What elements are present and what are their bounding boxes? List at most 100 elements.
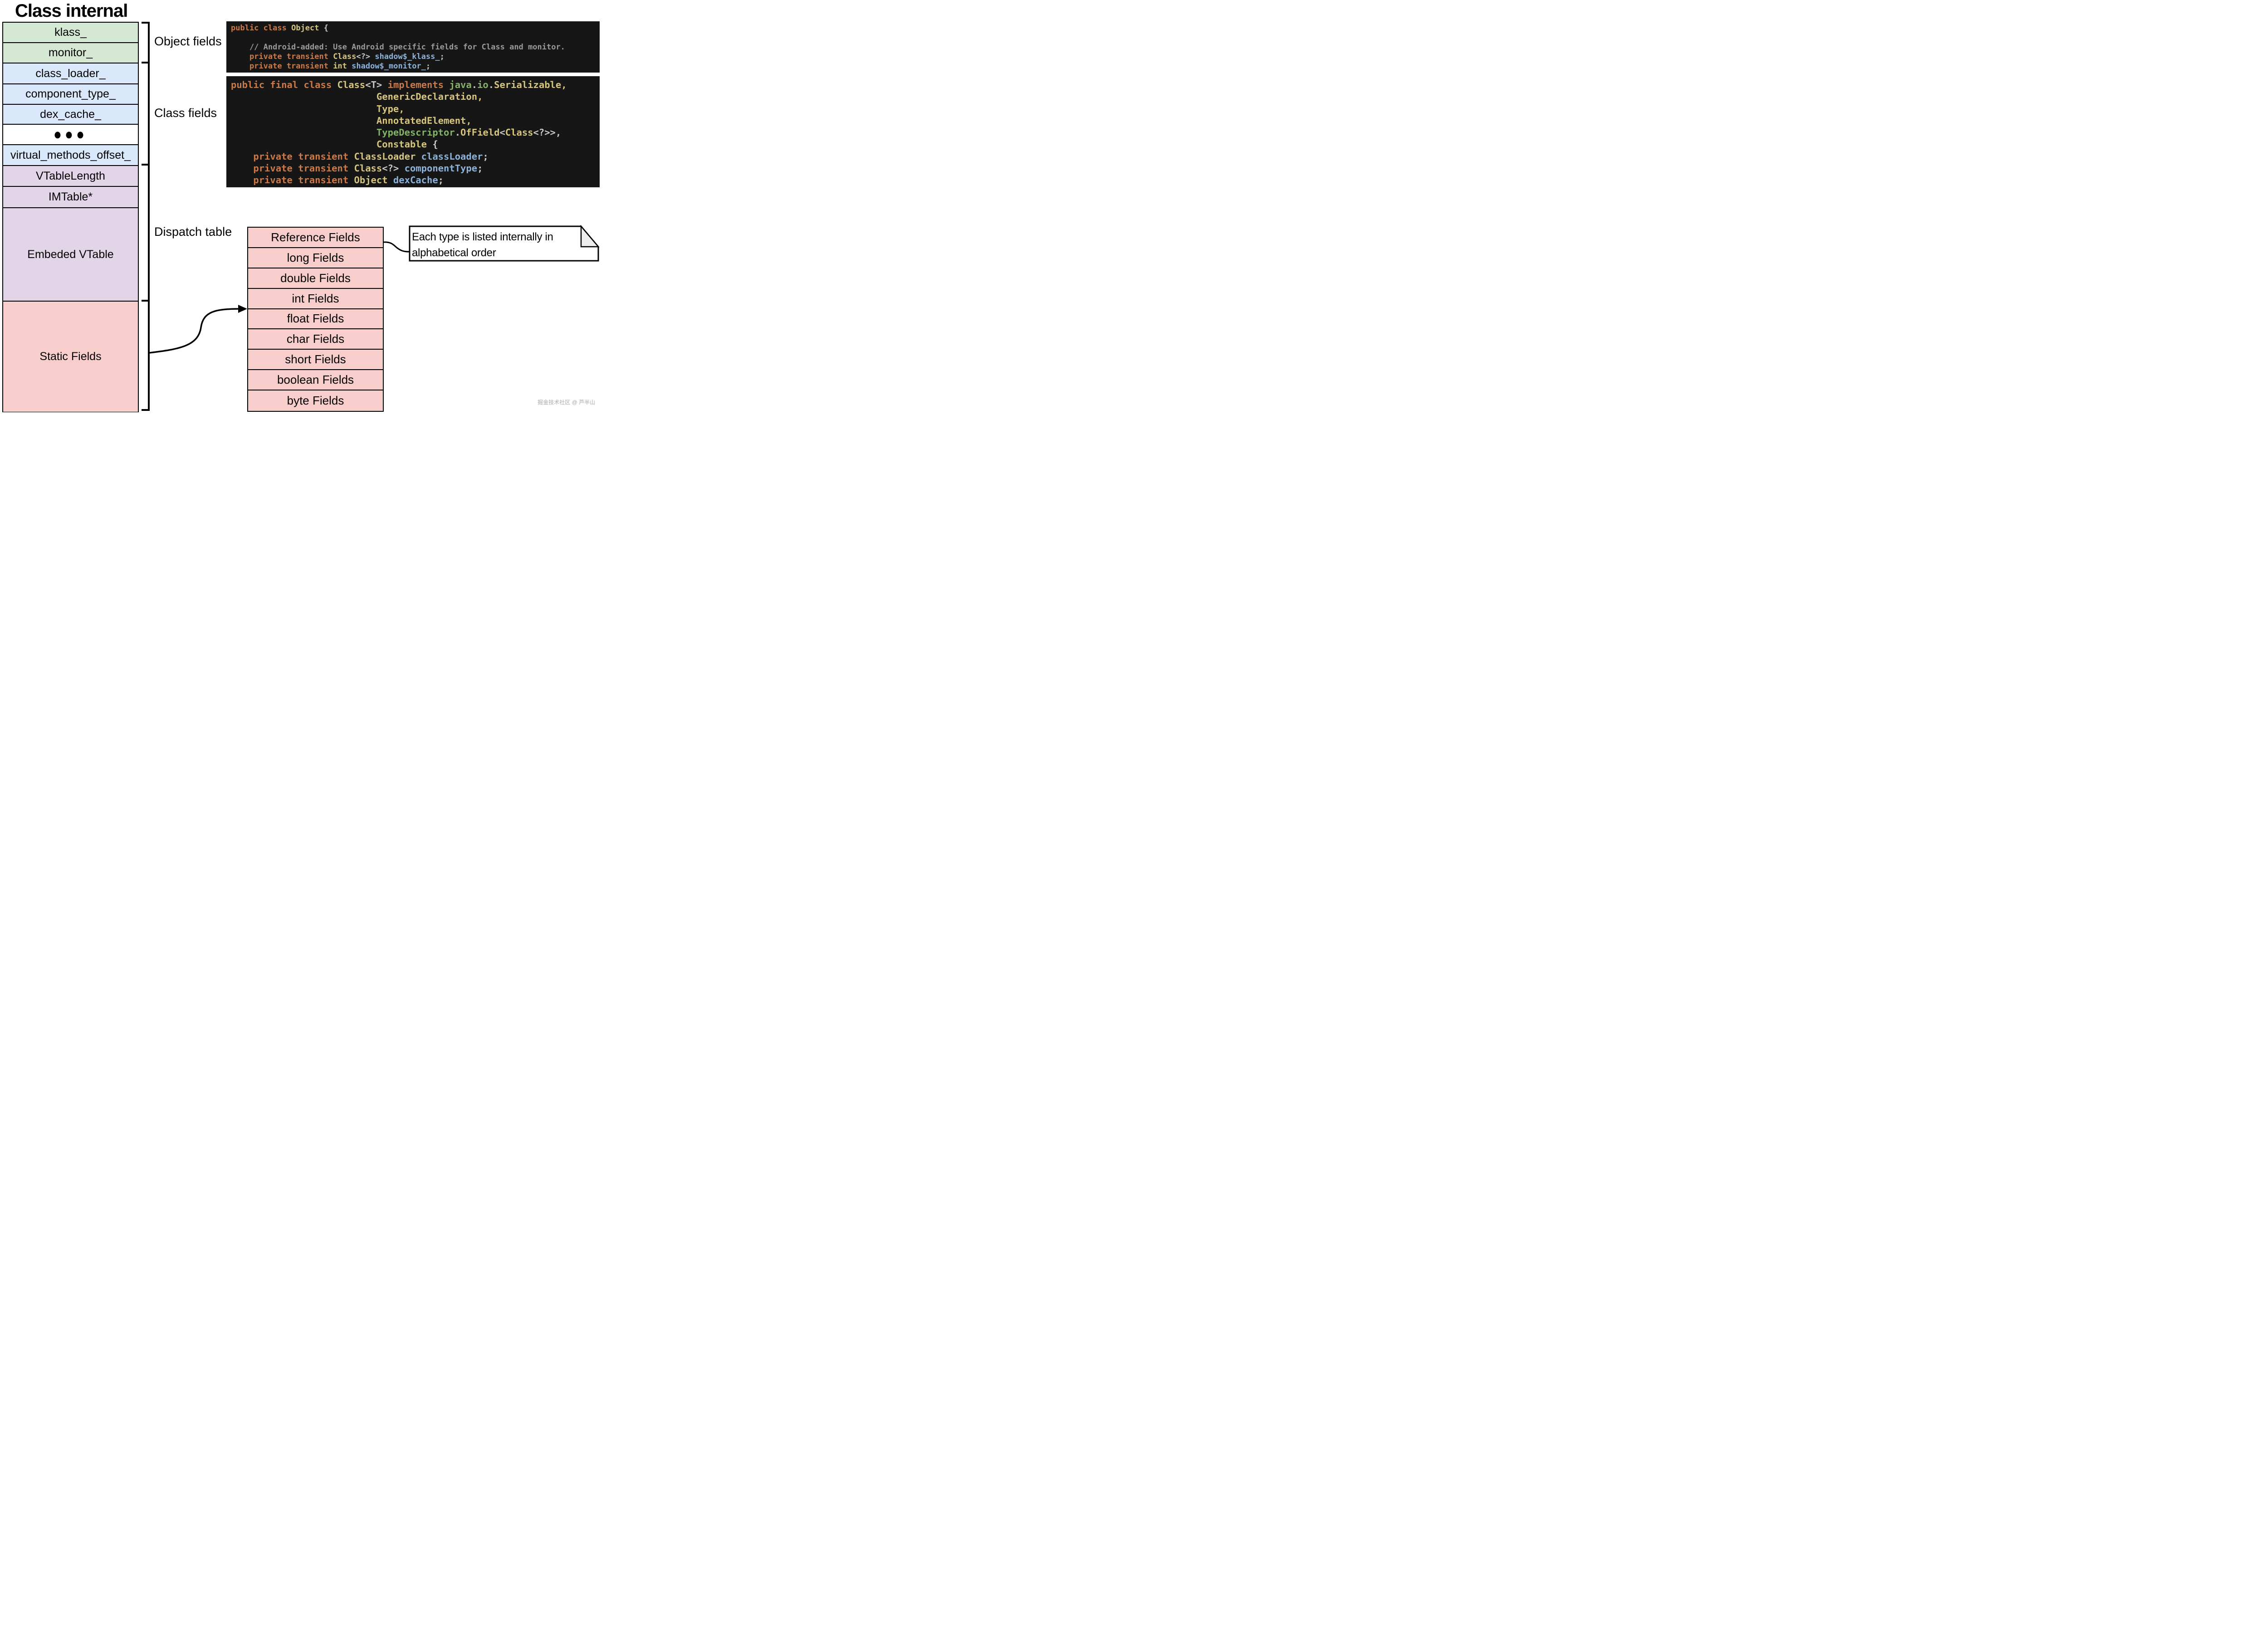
code-token-keyword: private transient	[231, 175, 349, 186]
code-token-keyword: private transient	[231, 52, 328, 61]
label-class-fields: Class fields	[154, 106, 217, 120]
bracket-tick-class-dispatch	[142, 164, 149, 166]
note-text: Each type is listed internally in alphab…	[412, 229, 584, 261]
note-connector	[383, 241, 410, 253]
code-line: private transient int shadow$_monitor_;	[231, 62, 600, 71]
code-token-type_name: AnnotatedElement,	[376, 115, 472, 126]
code-token-identifier: classLoader	[415, 151, 483, 162]
code-token-type_name: Class	[333, 52, 357, 61]
code-token-keyword: private transient	[231, 151, 349, 162]
code-line: public class Object {	[231, 24, 600, 33]
code-token-identifier: shadow$_klass_	[370, 52, 440, 61]
field-row-label: float Fields	[287, 312, 344, 326]
code-token-plain: .	[455, 127, 461, 138]
bracket-tick-dispatch-static	[142, 300, 149, 302]
mem-row-label: Static Fields	[39, 350, 102, 363]
mem-row-imtable: IMTable*	[3, 187, 138, 208]
code-token-type_name: Class	[354, 163, 382, 174]
note-text-line-2: alphabetical order	[412, 247, 496, 259]
mem-row-dexcache: dex_cache_	[3, 105, 138, 125]
mem-row-embededvtable: Embeded VTable	[3, 208, 138, 302]
code-line: TypeDescriptor.OfField<Class<?>>,	[231, 127, 600, 138]
code-token-plain	[444, 79, 449, 90]
field-row-label: double Fields	[280, 271, 351, 285]
mem-row-: ●●●	[3, 125, 138, 145]
bracket-tick-object-class	[142, 62, 149, 63]
code-token-package: TypeDescriptor	[376, 127, 455, 138]
mem-row-label: component_type_	[25, 88, 116, 100]
mem-row-label: virtual_methods_offset_	[10, 148, 131, 161]
field-row-label: byte Fields	[287, 394, 344, 408]
field-row-boolean: boolean Fields	[248, 370, 383, 391]
mem-row-label: monitor_	[48, 46, 93, 59]
mem-row-label: Embeded VTable	[27, 248, 114, 261]
mem-row-monitor: monitor_	[3, 43, 138, 63]
code-token-type_name: Type,	[376, 103, 405, 114]
mem-row-componenttype: component_type_	[3, 84, 138, 105]
code-line: private transient Object dexCache;	[231, 174, 600, 186]
code-token-plain	[348, 151, 354, 162]
field-row-long: long Fields	[248, 248, 383, 268]
code-token-type_name: Object	[291, 24, 319, 33]
code-token-plain	[231, 139, 376, 150]
code-token-plain: .	[488, 79, 494, 90]
code-token-keyword: implements	[387, 79, 444, 90]
field-row-label: char Fields	[286, 332, 345, 346]
code-token-type_name: Serializable,	[494, 79, 567, 90]
mem-row-klass: klass_	[3, 23, 138, 43]
mem-row-label: ●●●	[53, 125, 88, 143]
code-line: Type,	[231, 103, 600, 115]
code-line: Constable {	[231, 138, 600, 150]
code-token-type_name: Class	[505, 127, 533, 138]
mem-row-label: klass_	[54, 26, 87, 39]
field-row-char: char Fields	[248, 329, 383, 350]
code-token-keyword: private transient	[231, 62, 328, 71]
code-token-identifier: dexCache	[387, 175, 438, 186]
code-token-plain: <T>	[365, 79, 388, 90]
code-token-package: java	[449, 79, 472, 90]
mem-row-staticfields: Static Fields	[3, 302, 138, 412]
bracket-tick-bottom	[142, 409, 149, 411]
mem-row-vtablelength: VTableLength	[3, 166, 138, 187]
code-block-class-java: public final class Class<T> implements j…	[226, 76, 600, 187]
code-token-plain: <?>	[382, 163, 399, 174]
code-token-type_name: GenericDeclaration,	[376, 91, 483, 102]
code-token-type_name: OfField	[460, 127, 500, 138]
code-line: // Android-added: Use Android specific f…	[231, 43, 600, 52]
code-token-plain: <?>>,	[533, 127, 562, 138]
static-fields-type-table: Reference Fields long Fields double Fields…	[247, 227, 384, 412]
field-row-label: boolean Fields	[277, 373, 354, 387]
code-token-plain	[231, 115, 376, 126]
label-object-fields: Object fields	[154, 34, 222, 48]
code-token-plain: ;	[483, 151, 489, 162]
code-token-package: io	[477, 79, 489, 90]
field-row-reference: Reference Fields	[248, 228, 383, 248]
code-token-type_name: int	[333, 62, 347, 71]
code-token-type_name: Object	[354, 175, 388, 186]
code-token-plain: {	[319, 24, 328, 33]
code-token-keyword: private transient	[231, 163, 349, 174]
code-line: public final class Class<T> implements j…	[231, 79, 600, 91]
code-token-plain: {	[427, 139, 438, 150]
bracket-tick-top	[142, 22, 149, 24]
static-fields-arrowhead	[238, 305, 247, 313]
mem-row-label: class_loader_	[35, 67, 106, 80]
code-line: AnnotatedElement,	[231, 115, 600, 127]
code-token-plain	[231, 103, 376, 114]
note-text-line-1: Each type is listed internally in	[412, 231, 553, 243]
code-token-plain: ;	[477, 163, 483, 174]
field-row-label: Reference Fields	[271, 230, 360, 244]
code-token-plain	[231, 127, 376, 138]
code-token-plain	[231, 91, 376, 102]
code-token-identifier: shadow$_monitor_	[347, 62, 426, 71]
mem-row-label: dex_cache_	[40, 107, 101, 121]
code-line	[231, 33, 600, 43]
diagram-canvas: Class internal klass_monitor_class_loade…	[0, 0, 601, 412]
code-token-plain: ;	[438, 175, 444, 186]
watermark: 掘金技术社区 @ 芦半山	[538, 399, 595, 405]
field-row-double: double Fields	[248, 268, 383, 289]
mem-row-virtualmethodsoffset: virtual_methods_offset_	[3, 145, 138, 166]
mem-row-label: VTableLength	[36, 169, 105, 182]
mem-row-classloader: class_loader_	[3, 63, 138, 84]
code-token-identifier: componentType	[399, 163, 478, 174]
